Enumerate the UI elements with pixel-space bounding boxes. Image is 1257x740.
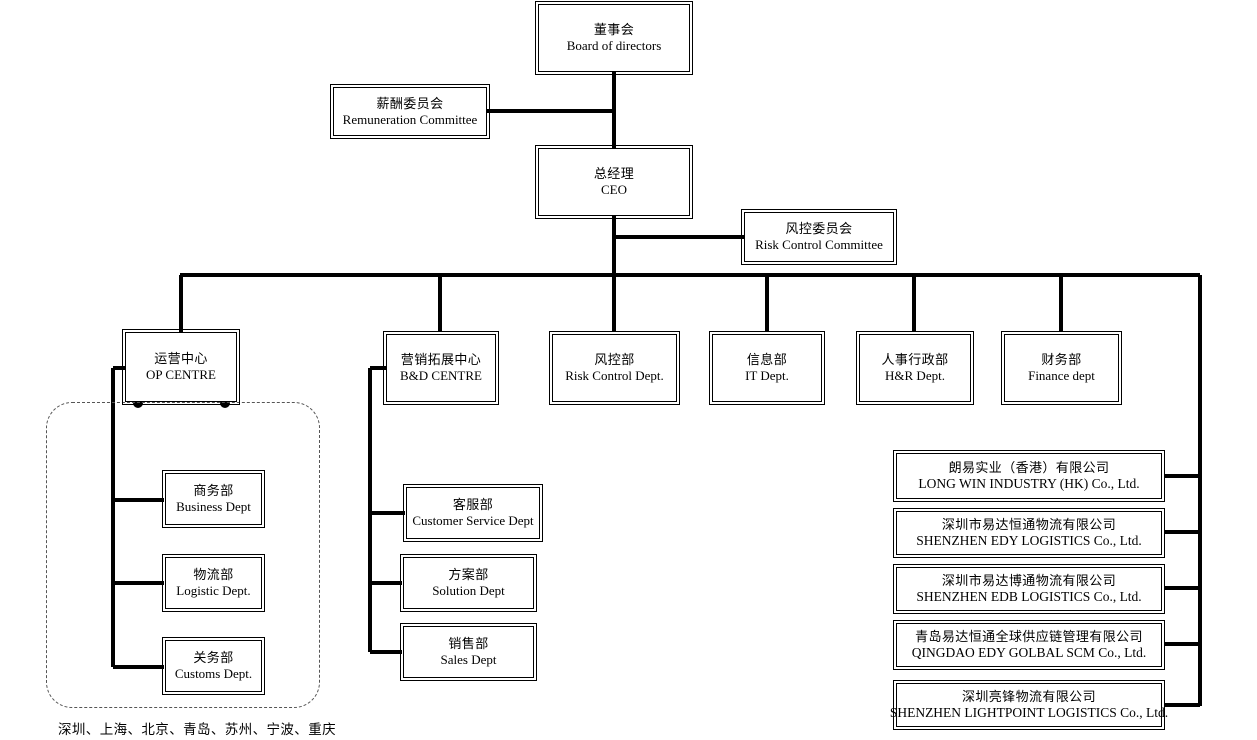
node-remuneration-committee[interactable]: 薪酬委员会 Remuneration Committee <box>330 84 490 139</box>
node-customer-service-dept-cn: 客服部 <box>452 497 494 513</box>
node-hr-dept-en: H&R Dept. <box>885 368 945 383</box>
node-bd-centre-cn: 营销拓展中心 <box>400 352 482 368</box>
node-finance-dept-en: Finance dept <box>1028 368 1095 383</box>
node-bd-centre[interactable]: 营销拓展中心 B&D CENTRE <box>383 331 499 405</box>
node-subsidiary-long-win-cn: 朗易实业（香港）有限公司 <box>948 459 1110 475</box>
node-risk-control-committee-cn: 风控委员会 <box>785 221 853 237</box>
node-hr-dept[interactable]: 人事行政部 H&R Dept. <box>856 331 974 405</box>
node-subsidiary-edy-en: SHENZHEN EDY LOGISTICS Co., Ltd. <box>916 532 1142 548</box>
node-customer-service-dept-en: Customer Service Dept <box>412 513 534 528</box>
node-subsidiary-lightpoint-en: SHENZHEN LIGHTPOINT LOGISTICS Co., Ltd. <box>889 704 1169 720</box>
node-customs-dept-en: Customs Dept. <box>174 666 253 681</box>
node-subsidiary-qingdao-cn: 青岛易达恒通全球供应链管理有限公司 <box>915 628 1143 644</box>
node-sales-dept-en: Sales Dept <box>440 652 497 667</box>
branch-cities-caption: 深圳、上海、北京、青岛、苏州、宁波、重庆 <box>58 722 336 737</box>
node-customs-dept-cn: 关务部 <box>193 650 234 666</box>
node-board-of-directors-en: Board of directors <box>566 38 662 53</box>
node-board-of-directors-cn: 董事会 <box>593 22 635 38</box>
node-subsidiary-qingdao-en: QINGDAO EDY GOLBAL SCM Co., Ltd. <box>911 644 1147 660</box>
node-subsidiary-edb-en: SHENZHEN EDB LOGISTICS Co., Ltd. <box>916 588 1142 604</box>
node-risk-control-committee-en: Risk Control Committee <box>755 237 883 252</box>
node-ceo-cn: 总经理 <box>593 166 635 182</box>
node-risk-control-dept[interactable]: 风控部 Risk Control Dept. <box>549 331 680 405</box>
node-finance-dept-cn: 财务部 <box>1041 352 1082 368</box>
node-subsidiary-long-win[interactable]: 朗易实业（香港）有限公司 LONG WIN INDUSTRY (HK) Co.,… <box>893 450 1165 502</box>
node-subsidiary-edb[interactable]: 深圳市易达博通物流有限公司 SHENZHEN EDB LOGISTICS Co.… <box>893 564 1165 614</box>
node-customs-dept[interactable]: 关务部 Customs Dept. <box>162 637 265 695</box>
node-op-centre[interactable]: 运营中心 OP CENTRE <box>122 329 240 405</box>
node-subsidiary-lightpoint[interactable]: 深圳亮锋物流有限公司 SHENZHEN LIGHTPOINT LOGISTICS… <box>890 680 1168 730</box>
node-op-centre-en: OP CENTRE <box>146 367 216 382</box>
node-subsidiary-edb-cn: 深圳市易达博通物流有限公司 <box>941 572 1117 588</box>
node-business-dept-en: Business Dept <box>176 499 251 514</box>
node-remuneration-committee-en: Remuneration Committee <box>342 111 478 127</box>
node-it-dept-en: IT Dept. <box>745 368 789 383</box>
node-ceo[interactable]: 总经理 CEO <box>535 145 693 219</box>
node-remuneration-committee-cn: 薪酬委员会 <box>376 95 444 111</box>
node-customer-service-dept[interactable]: 客服部 Customer Service Dept <box>403 484 543 542</box>
node-subsidiary-edy[interactable]: 深圳市易达恒通物流有限公司 SHENZHEN EDY LOGISTICS Co.… <box>893 508 1165 558</box>
node-subsidiary-lightpoint-cn: 深圳亮锋物流有限公司 <box>961 688 1096 704</box>
node-risk-control-committee[interactable]: 风控委员会 Risk Control Committee <box>741 209 897 265</box>
node-subsidiary-qingdao[interactable]: 青岛易达恒通全球供应链管理有限公司 QINGDAO EDY GOLBAL SCM… <box>893 620 1165 670</box>
node-risk-control-dept-cn: 风控部 <box>594 352 635 368</box>
node-solution-dept-cn: 方案部 <box>448 567 489 583</box>
node-it-dept[interactable]: 信息部 IT Dept. <box>709 331 825 405</box>
branch-region-outline <box>46 402 320 708</box>
node-ceo-en: CEO <box>601 182 627 197</box>
node-finance-dept[interactable]: 财务部 Finance dept <box>1001 331 1122 405</box>
node-subsidiary-edy-cn: 深圳市易达恒通物流有限公司 <box>941 516 1117 532</box>
node-subsidiary-long-win-en: LONG WIN INDUSTRY (HK) Co., Ltd. <box>918 475 1140 491</box>
node-business-dept[interactable]: 商务部 Business Dept <box>162 470 265 528</box>
node-logistic-dept-en: Logistic Dept. <box>176 583 251 598</box>
node-solution-dept[interactable]: 方案部 Solution Dept <box>400 554 537 612</box>
node-logistic-dept[interactable]: 物流部 Logistic Dept. <box>162 554 265 612</box>
node-sales-dept[interactable]: 销售部 Sales Dept <box>400 623 537 681</box>
node-bd-centre-en: B&D CENTRE <box>400 368 482 383</box>
node-business-dept-cn: 商务部 <box>193 483 234 499</box>
node-risk-control-dept-en: Risk Control Dept. <box>565 368 664 383</box>
node-op-centre-cn: 运营中心 <box>154 351 208 367</box>
node-logistic-dept-cn: 物流部 <box>193 567 234 583</box>
node-solution-dept-en: Solution Dept <box>432 583 505 598</box>
node-it-dept-cn: 信息部 <box>746 352 788 368</box>
node-sales-dept-cn: 销售部 <box>448 636 489 652</box>
node-hr-dept-cn: 人事行政部 <box>881 352 949 368</box>
node-board-of-directors[interactable]: 董事会 Board of directors <box>535 1 693 75</box>
